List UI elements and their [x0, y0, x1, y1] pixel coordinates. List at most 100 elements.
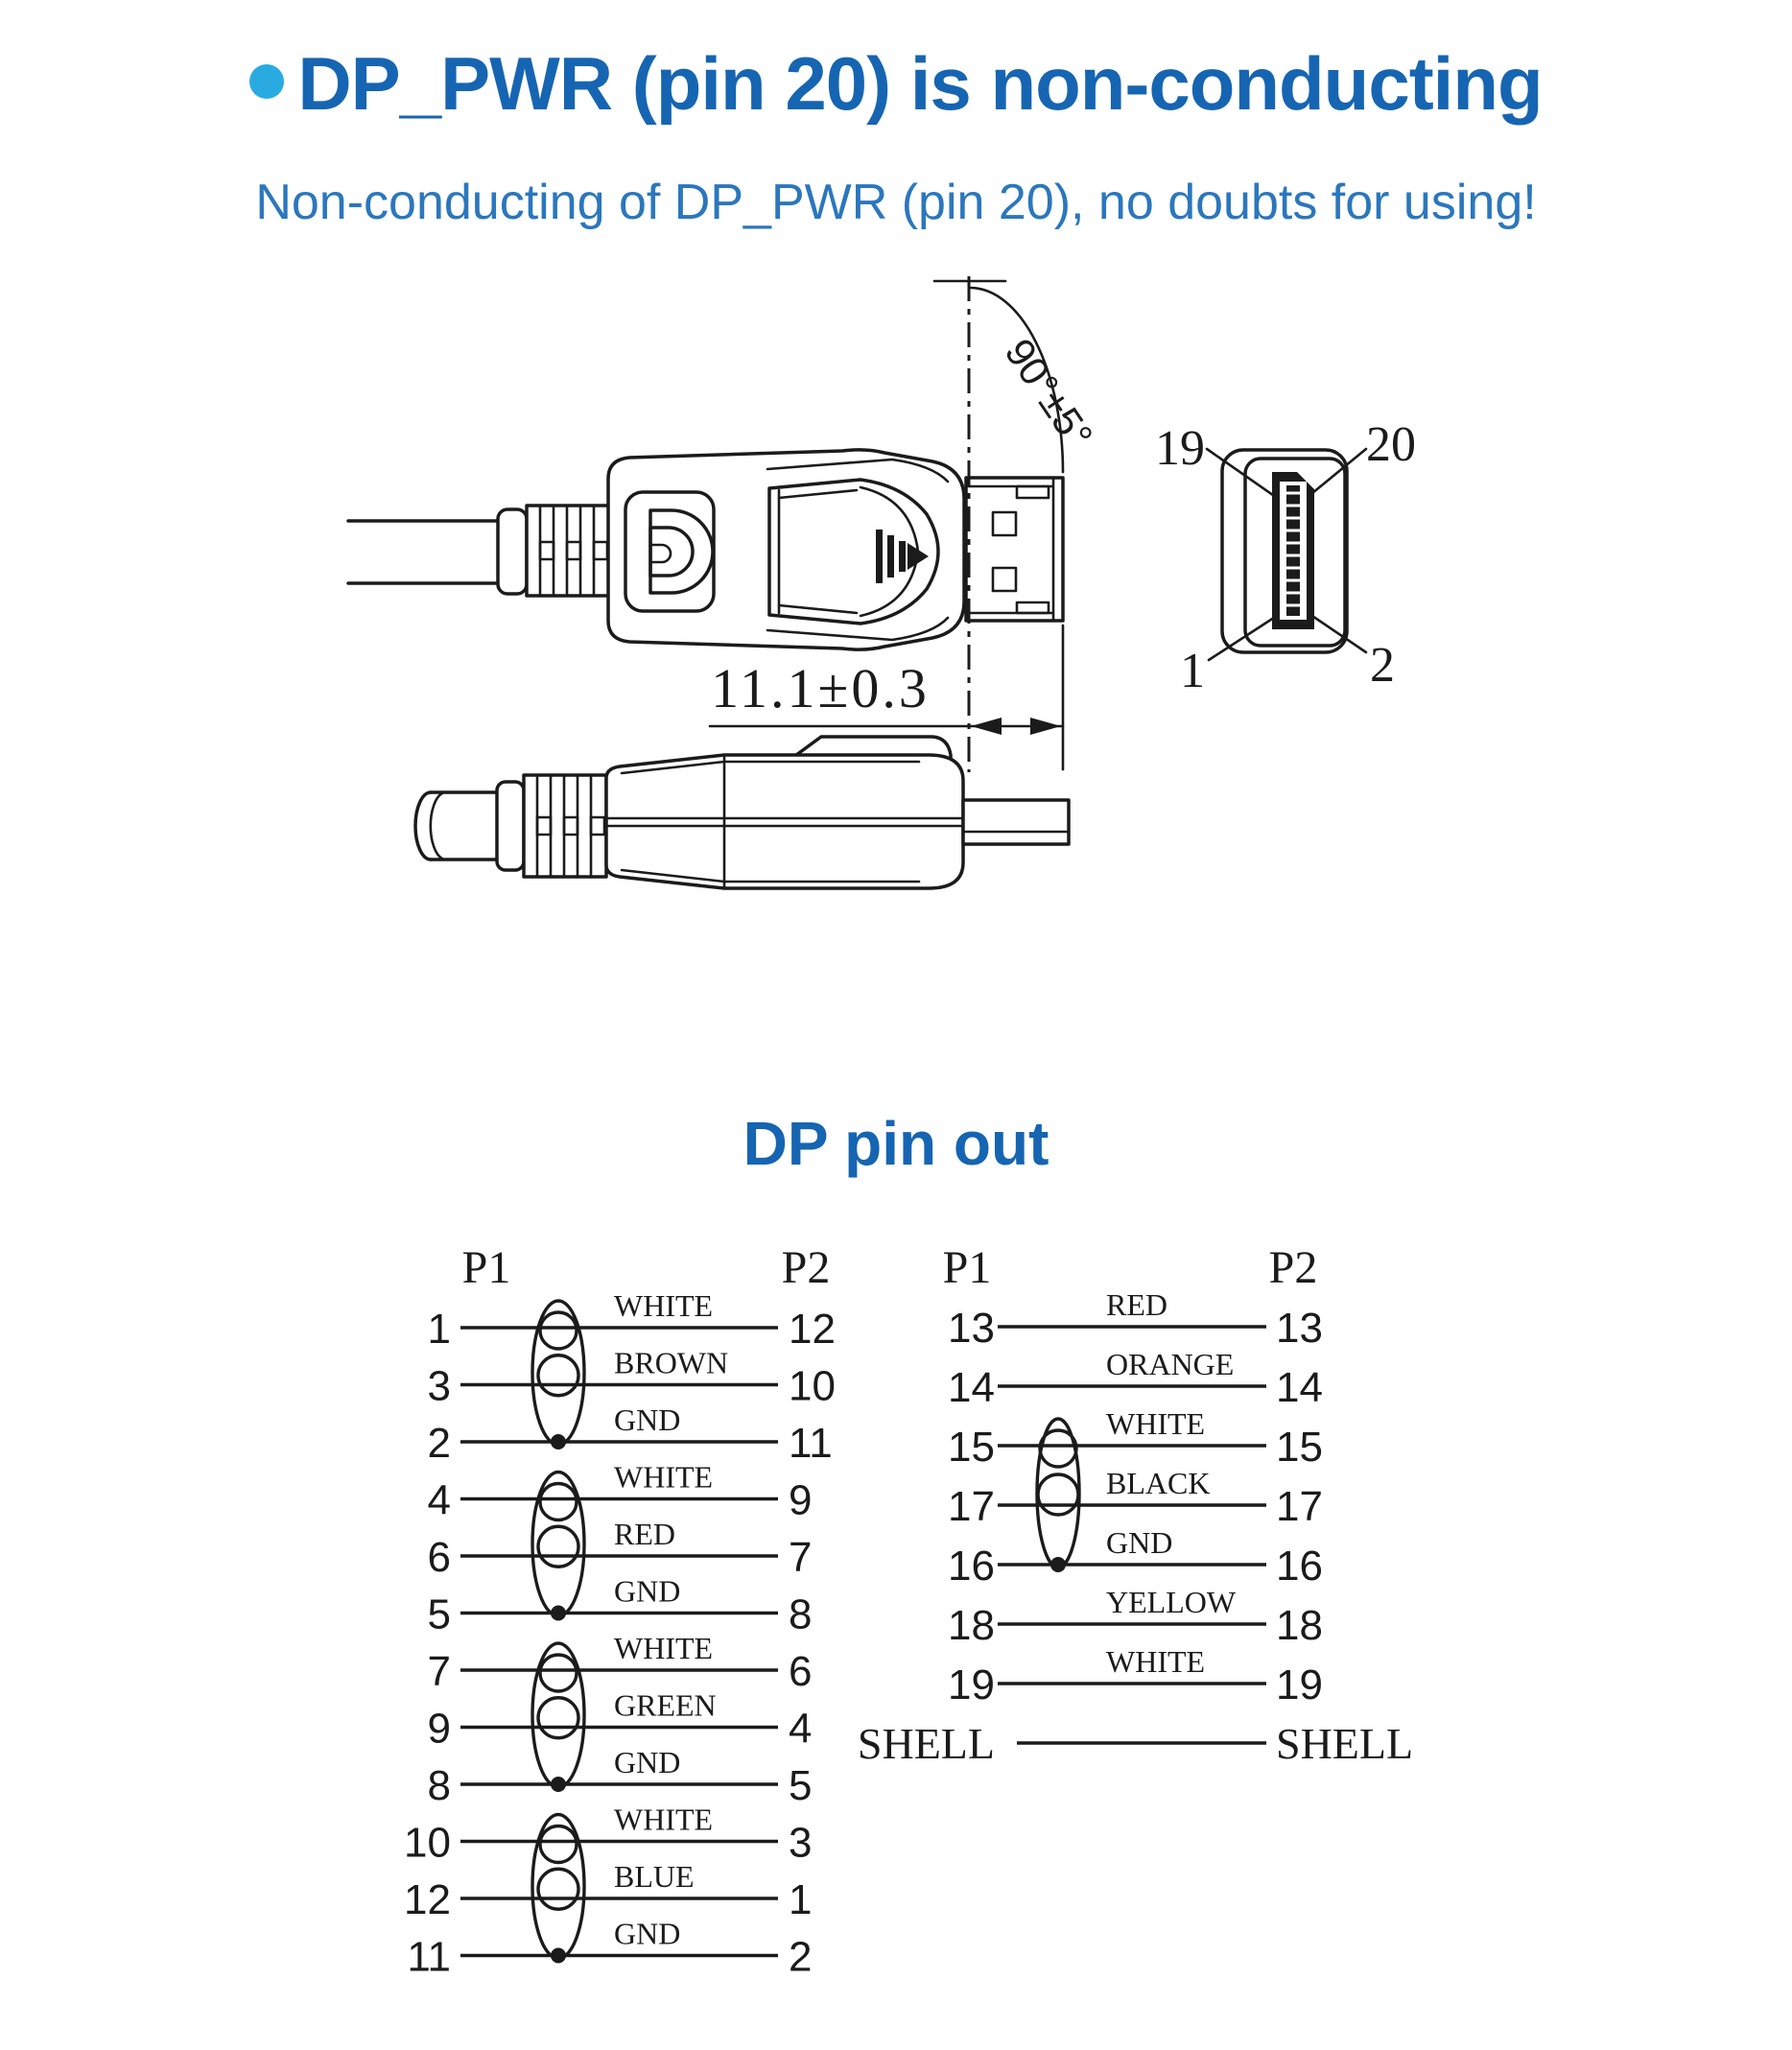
face-pin-label-2: 2 — [1370, 638, 1395, 693]
pin-number-p1: 15 — [948, 1424, 995, 1471]
connector-top-view — [413, 735, 1071, 890]
pin-number-p1: 11 — [407, 1934, 451, 1981]
pin-number-p2: 2 — [789, 1934, 812, 1981]
pin-number-p1: 10 — [404, 1820, 451, 1867]
connector-face-view: 19 20 1 2 — [1155, 417, 1416, 698]
twisted-pair-circle — [538, 1824, 578, 1865]
displayport-logo-icon — [648, 508, 715, 595]
wire-color-label: WHITE — [1106, 1406, 1205, 1441]
pin-number-p1: 1 — [428, 1306, 451, 1353]
twisted-pair-ellipse — [1035, 1417, 1081, 1569]
shield-junction-dot — [551, 1434, 566, 1449]
twisted-pair-circle — [1036, 1473, 1080, 1517]
pin-number-p2: 17 — [1276, 1483, 1323, 1530]
pin-number-p1: 4 — [428, 1477, 451, 1524]
twisted-pair-circle — [1038, 1428, 1078, 1469]
twisted-pair-circle — [538, 1310, 578, 1351]
shield-junction-dot — [1050, 1557, 1066, 1572]
pin-number-p1: 7 — [428, 1648, 451, 1695]
wire-color-label: RED — [614, 1517, 675, 1551]
pin-number-p1: 18 — [948, 1602, 995, 1649]
wire-color-label: WHITE — [614, 1288, 713, 1323]
length-dimension-label: 11.1±0.3 — [711, 657, 930, 719]
wire-color-label: YELLOW — [1106, 1585, 1237, 1619]
wire-color-label: GND — [614, 1402, 680, 1437]
wire-color-label: GND — [614, 1745, 680, 1779]
wire-color-label: WHITE — [1106, 1644, 1205, 1679]
pin-number-p2: 14 — [1276, 1364, 1323, 1411]
pinout-left-p2-header: P2 — [782, 1242, 831, 1293]
pin-number-p2: SHELL — [1276, 1719, 1413, 1768]
pinout-left-p1-header: P1 — [462, 1242, 511, 1293]
pin-number-p1: 3 — [428, 1363, 451, 1410]
face-pin-label-20: 20 — [1366, 417, 1416, 472]
pin-number-p2: 7 — [789, 1534, 812, 1581]
twisted-pair-circle — [538, 1481, 578, 1522]
shield-junction-dot — [551, 1777, 566, 1792]
page-title: DP_PWR (pin 20) is non-conducting — [0, 46, 1792, 121]
twisted-pair-circle — [536, 1867, 580, 1911]
wire-color-label: ORANGE — [1106, 1347, 1234, 1381]
pin-number-p2: 6 — [789, 1648, 812, 1695]
pin-number-p2: 4 — [789, 1706, 812, 1753]
pin-number-p1: 17 — [948, 1483, 995, 1530]
wire-color-label: BLUE — [614, 1859, 695, 1894]
twisted-pair-ellipse — [531, 1470, 586, 1618]
pin-number-p1: 6 — [428, 1534, 451, 1581]
pin-number-p2: 18 — [1276, 1602, 1323, 1649]
wire-color-label: WHITE — [614, 1460, 713, 1495]
twisted-pair-ellipse — [531, 1299, 586, 1447]
pin-number-p1: 9 — [428, 1706, 451, 1753]
pin-number-p2: 5 — [789, 1762, 812, 1809]
wire-color-label: GND — [614, 1917, 680, 1951]
page-title-text: DP_PWR (pin 20) is non-conducting — [297, 41, 1543, 126]
pin-number-p1: 8 — [428, 1762, 451, 1809]
wire-color-label: WHITE — [614, 1631, 713, 1665]
shield-junction-dot — [551, 1605, 566, 1621]
page-subtitle: Non-conducting of DP_PWR (pin 20), no do… — [255, 175, 1537, 230]
wire-color-label: GND — [614, 1574, 680, 1609]
twisted-pair-circle — [538, 1653, 578, 1693]
pin-number-p1: 14 — [948, 1364, 995, 1411]
pinout-section-title: DP pin out — [743, 1109, 1049, 1178]
wire-color-label: GREEN — [614, 1688, 717, 1723]
pin-number-p2: 3 — [789, 1820, 812, 1867]
wire-color-label: GND — [1106, 1525, 1172, 1560]
pin-number-p2: 15 — [1276, 1424, 1323, 1471]
pin-number-p1: 5 — [428, 1591, 451, 1638]
pin-number-p2: 8 — [789, 1591, 812, 1638]
latch-chevrons-icon — [876, 530, 929, 583]
wire-color-label: RED — [1106, 1287, 1167, 1322]
title-bullet-icon — [249, 64, 285, 100]
twisted-pair-circle — [536, 1524, 580, 1568]
pin-number-p1: 13 — [948, 1305, 995, 1352]
pin-number-p1: 16 — [948, 1543, 995, 1590]
pin-number-p2: 19 — [1276, 1661, 1323, 1708]
twisted-pair-ellipse — [531, 1812, 586, 1961]
shield-junction-dot — [551, 1947, 566, 1964]
wire-color-label: WHITE — [614, 1803, 713, 1837]
face-pin-label-1: 1 — [1180, 644, 1205, 698]
pinout-right-p1-header: P1 — [943, 1242, 992, 1293]
pin-number-p1: 19 — [948, 1661, 995, 1708]
wire-color-label: BROWN — [614, 1346, 728, 1380]
pin-number-p2: 11 — [789, 1420, 833, 1467]
twisted-pair-ellipse — [531, 1641, 586, 1789]
pin-number-p1: SHELL — [858, 1719, 995, 1768]
twisted-pair-circle — [536, 1696, 580, 1740]
wire-color-label: BLACK — [1106, 1466, 1210, 1500]
pin-number-p2: 1 — [789, 1876, 812, 1923]
pin-number-p1: 2 — [428, 1420, 451, 1467]
pin-number-p2: 13 — [1276, 1305, 1323, 1352]
pin-number-p2: 12 — [789, 1306, 836, 1353]
pin-number-p1: 12 — [404, 1876, 451, 1923]
pin-number-p2: 9 — [789, 1477, 812, 1524]
angle-dimension-label: 90°±5° — [997, 331, 1102, 457]
twisted-pair-circle — [536, 1354, 580, 1398]
connector-side-view — [346, 448, 1065, 651]
pin-number-p2: 10 — [789, 1363, 836, 1410]
